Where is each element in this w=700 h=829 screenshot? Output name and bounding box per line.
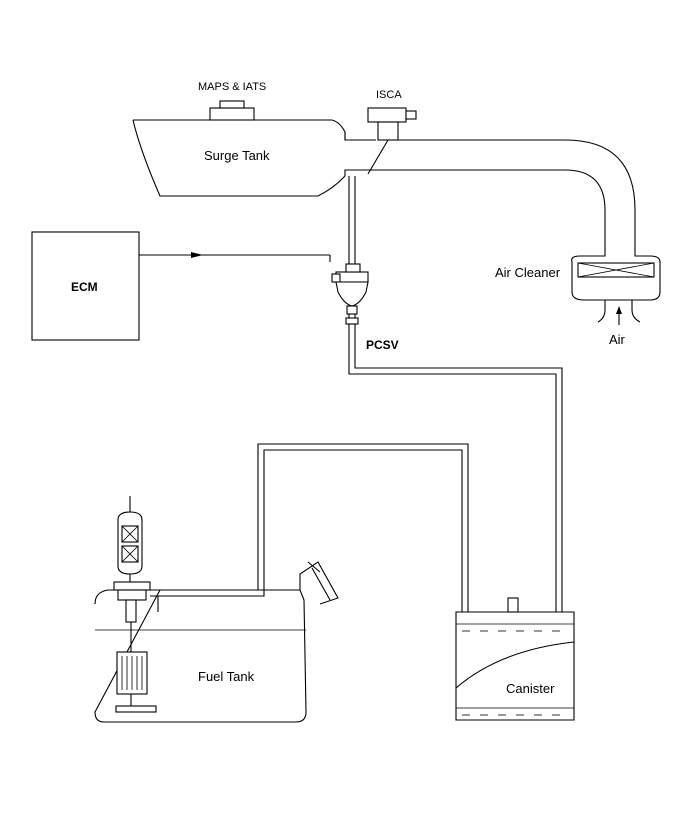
canister	[455, 597, 575, 721]
maps-iats-label: MAPS & IATS	[198, 81, 266, 93]
tank-canister-vapor-line	[150, 443, 469, 612]
pcsv-label: PCSV	[366, 338, 399, 352]
fuel-tank	[94, 561, 339, 723]
pcsv-valve	[331, 176, 369, 330]
isca-valve	[367, 107, 417, 141]
pcsv-canister-hose	[348, 330, 563, 612]
intake-duct	[344, 132, 636, 248]
air-cleaner	[571, 248, 661, 325]
isca-label: ISCA	[376, 89, 402, 101]
air-cleaner-label: Air Cleaner	[495, 265, 561, 280]
surge-tank	[132, 100, 376, 197]
ecm-signal-line	[139, 252, 331, 262]
fuel-pump-assembly	[113, 496, 159, 713]
air-label: Air	[609, 332, 626, 347]
surge-tank-label: Surge Tank	[204, 148, 270, 163]
fuel-tank-label: Fuel Tank	[198, 669, 255, 684]
maps-iats-sensor	[209, 107, 255, 121]
canister-label: Canister	[506, 681, 555, 696]
ecm-label: ECM	[71, 280, 98, 294]
ecm-box	[31, 231, 140, 341]
